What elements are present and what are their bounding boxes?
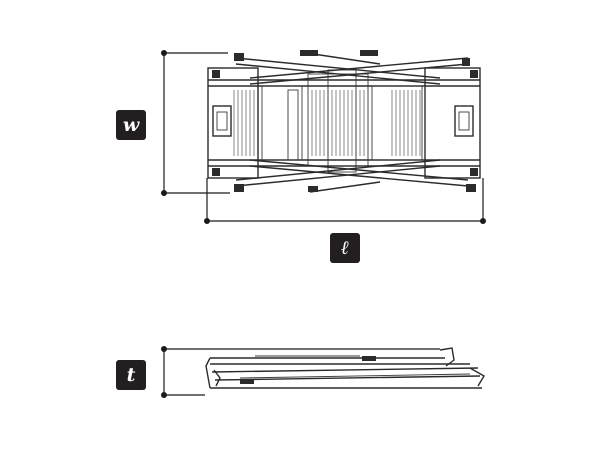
thickness-dimension-line [161,346,440,398]
thickness-label: t [127,364,136,386]
width-dimension-line [161,50,230,196]
right-hinge-inner [458,111,470,131]
side-view-drawing [205,347,485,389]
folding-legs-bottom [212,159,478,193]
slat-panels [233,69,423,173]
length-dimension-line [204,178,486,224]
width-label-badge: w [116,110,146,140]
length-label-badge: ℓ [330,233,360,263]
left-hinge-inner [216,111,228,131]
left-end-frame [207,67,259,179]
right-hinge-plate [454,105,474,137]
length-label: ℓ [341,237,349,259]
thickness-label-badge: t [116,360,146,390]
top-view-drawing [207,50,481,193]
left-hinge-plate [212,105,232,137]
width-label: w [123,114,140,136]
right-end-frame [424,67,481,179]
folding-legs-top [212,50,478,85]
